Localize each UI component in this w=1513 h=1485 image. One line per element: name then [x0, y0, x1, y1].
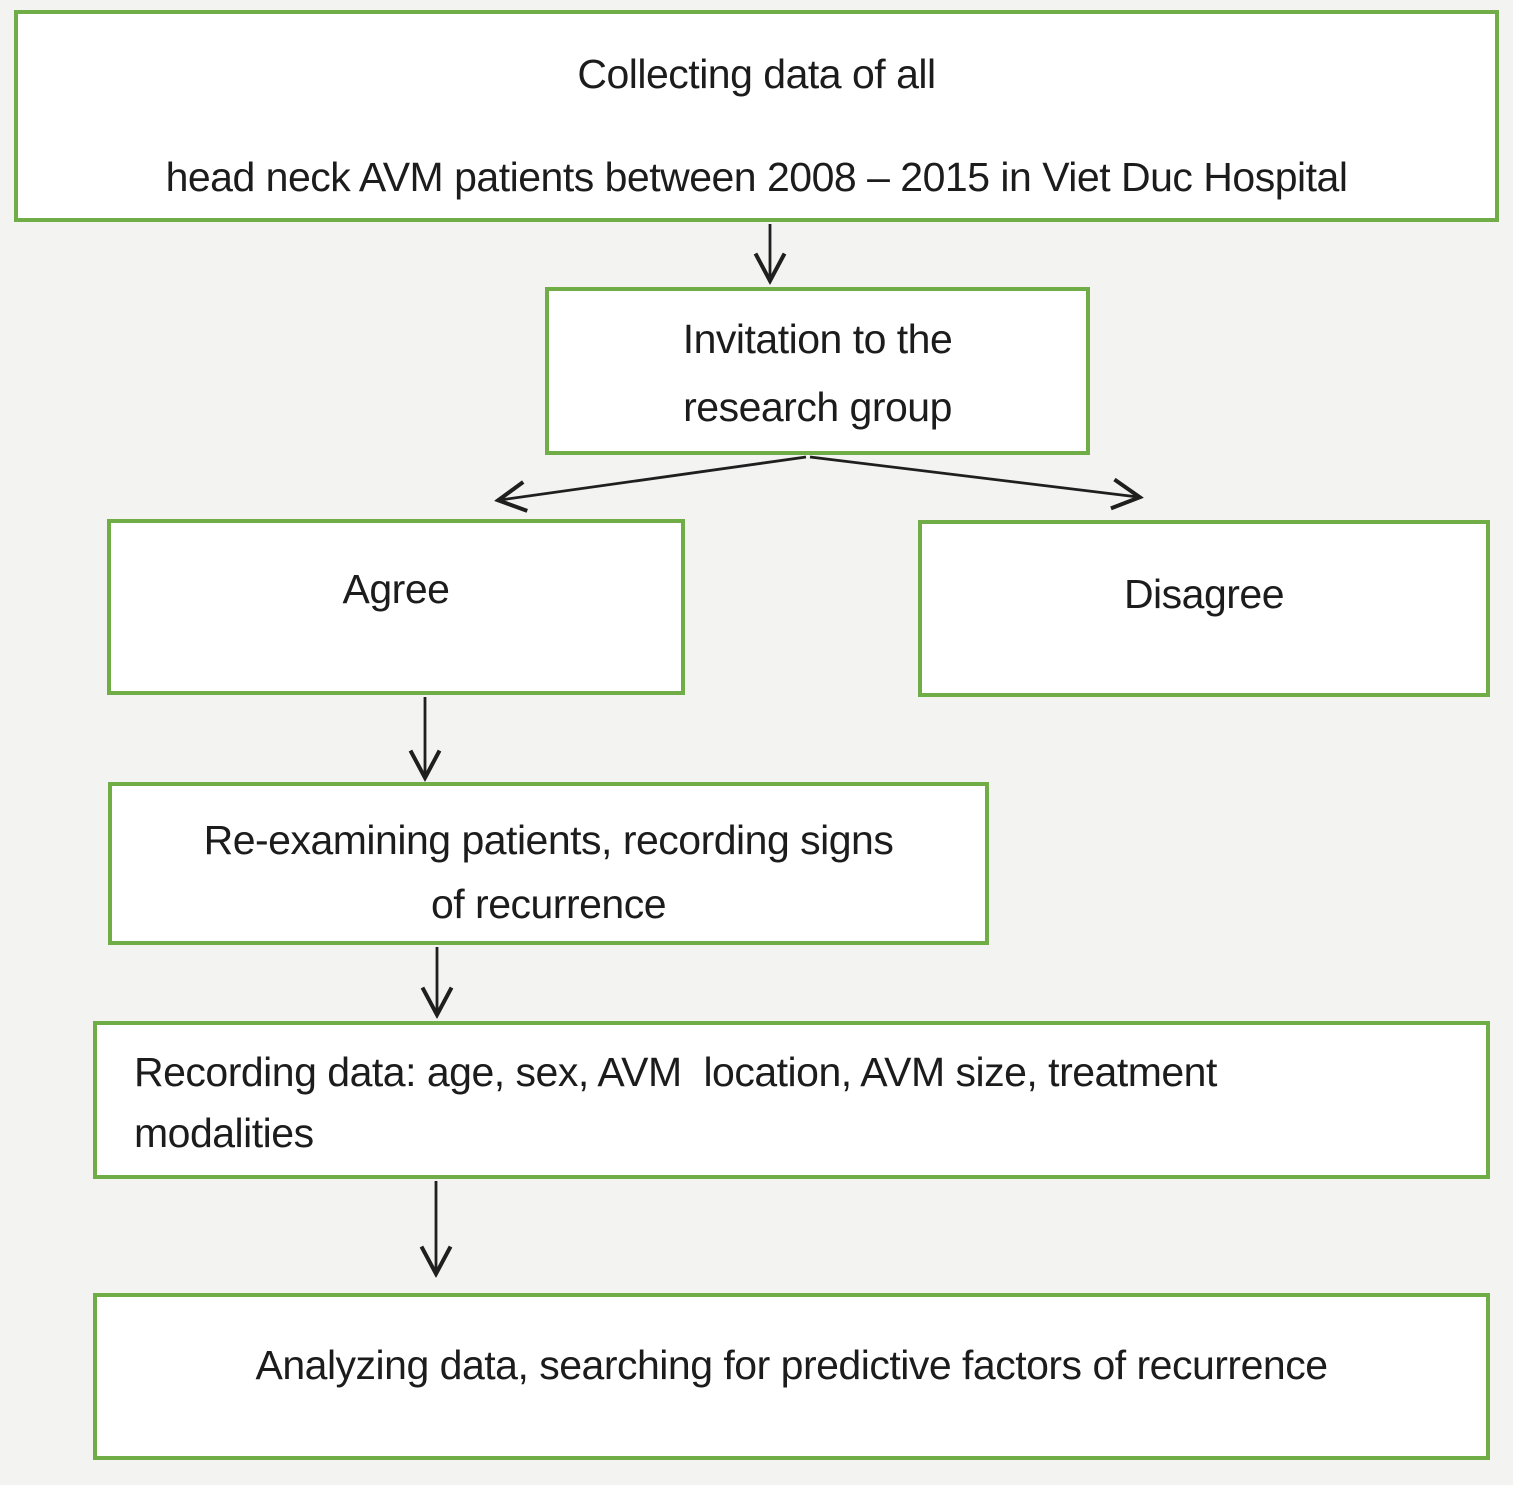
flow-node-analyzing-data: Analyzing data, searching for predictive…	[93, 1293, 1490, 1460]
flow-node-text: research group	[683, 384, 952, 430]
flow-node-text: of recurrence	[430, 881, 667, 927]
arrow-invite-to-agree	[500, 455, 807, 500]
flow-node-text: head neck AVM patients between 2008 – 20…	[165, 154, 1348, 200]
flow-node-text: Analyzing data, searching for predictive…	[255, 1342, 1329, 1388]
arrow-invite-to-disagree	[809, 455, 1138, 497]
flow-node-text: Disagree	[1123, 571, 1285, 617]
flow-node-text: Collecting data of all	[577, 51, 936, 97]
flow-node-text: modalities	[134, 1110, 314, 1156]
flow-node-agree: Agree	[107, 519, 685, 695]
flow-node-text: Re-examining patients, recording signs	[203, 817, 894, 863]
flow-node-recording-data: Recording data: age, sex, AVM location, …	[93, 1021, 1490, 1179]
flow-node-collecting-data: Collecting data of all head neck AVM pat…	[14, 10, 1499, 222]
flow-node-invitation: Invitation to the research group	[545, 287, 1090, 455]
flow-node-text: Agree	[342, 566, 450, 612]
flow-node-reexamining: Re-examining patients, recording signs o…	[108, 782, 989, 945]
flow-node-text: Recording data: age, sex, AVM location, …	[134, 1049, 1217, 1095]
flow-node-disagree: Disagree	[918, 520, 1490, 697]
flow-node-text: Invitation to the	[682, 316, 953, 362]
